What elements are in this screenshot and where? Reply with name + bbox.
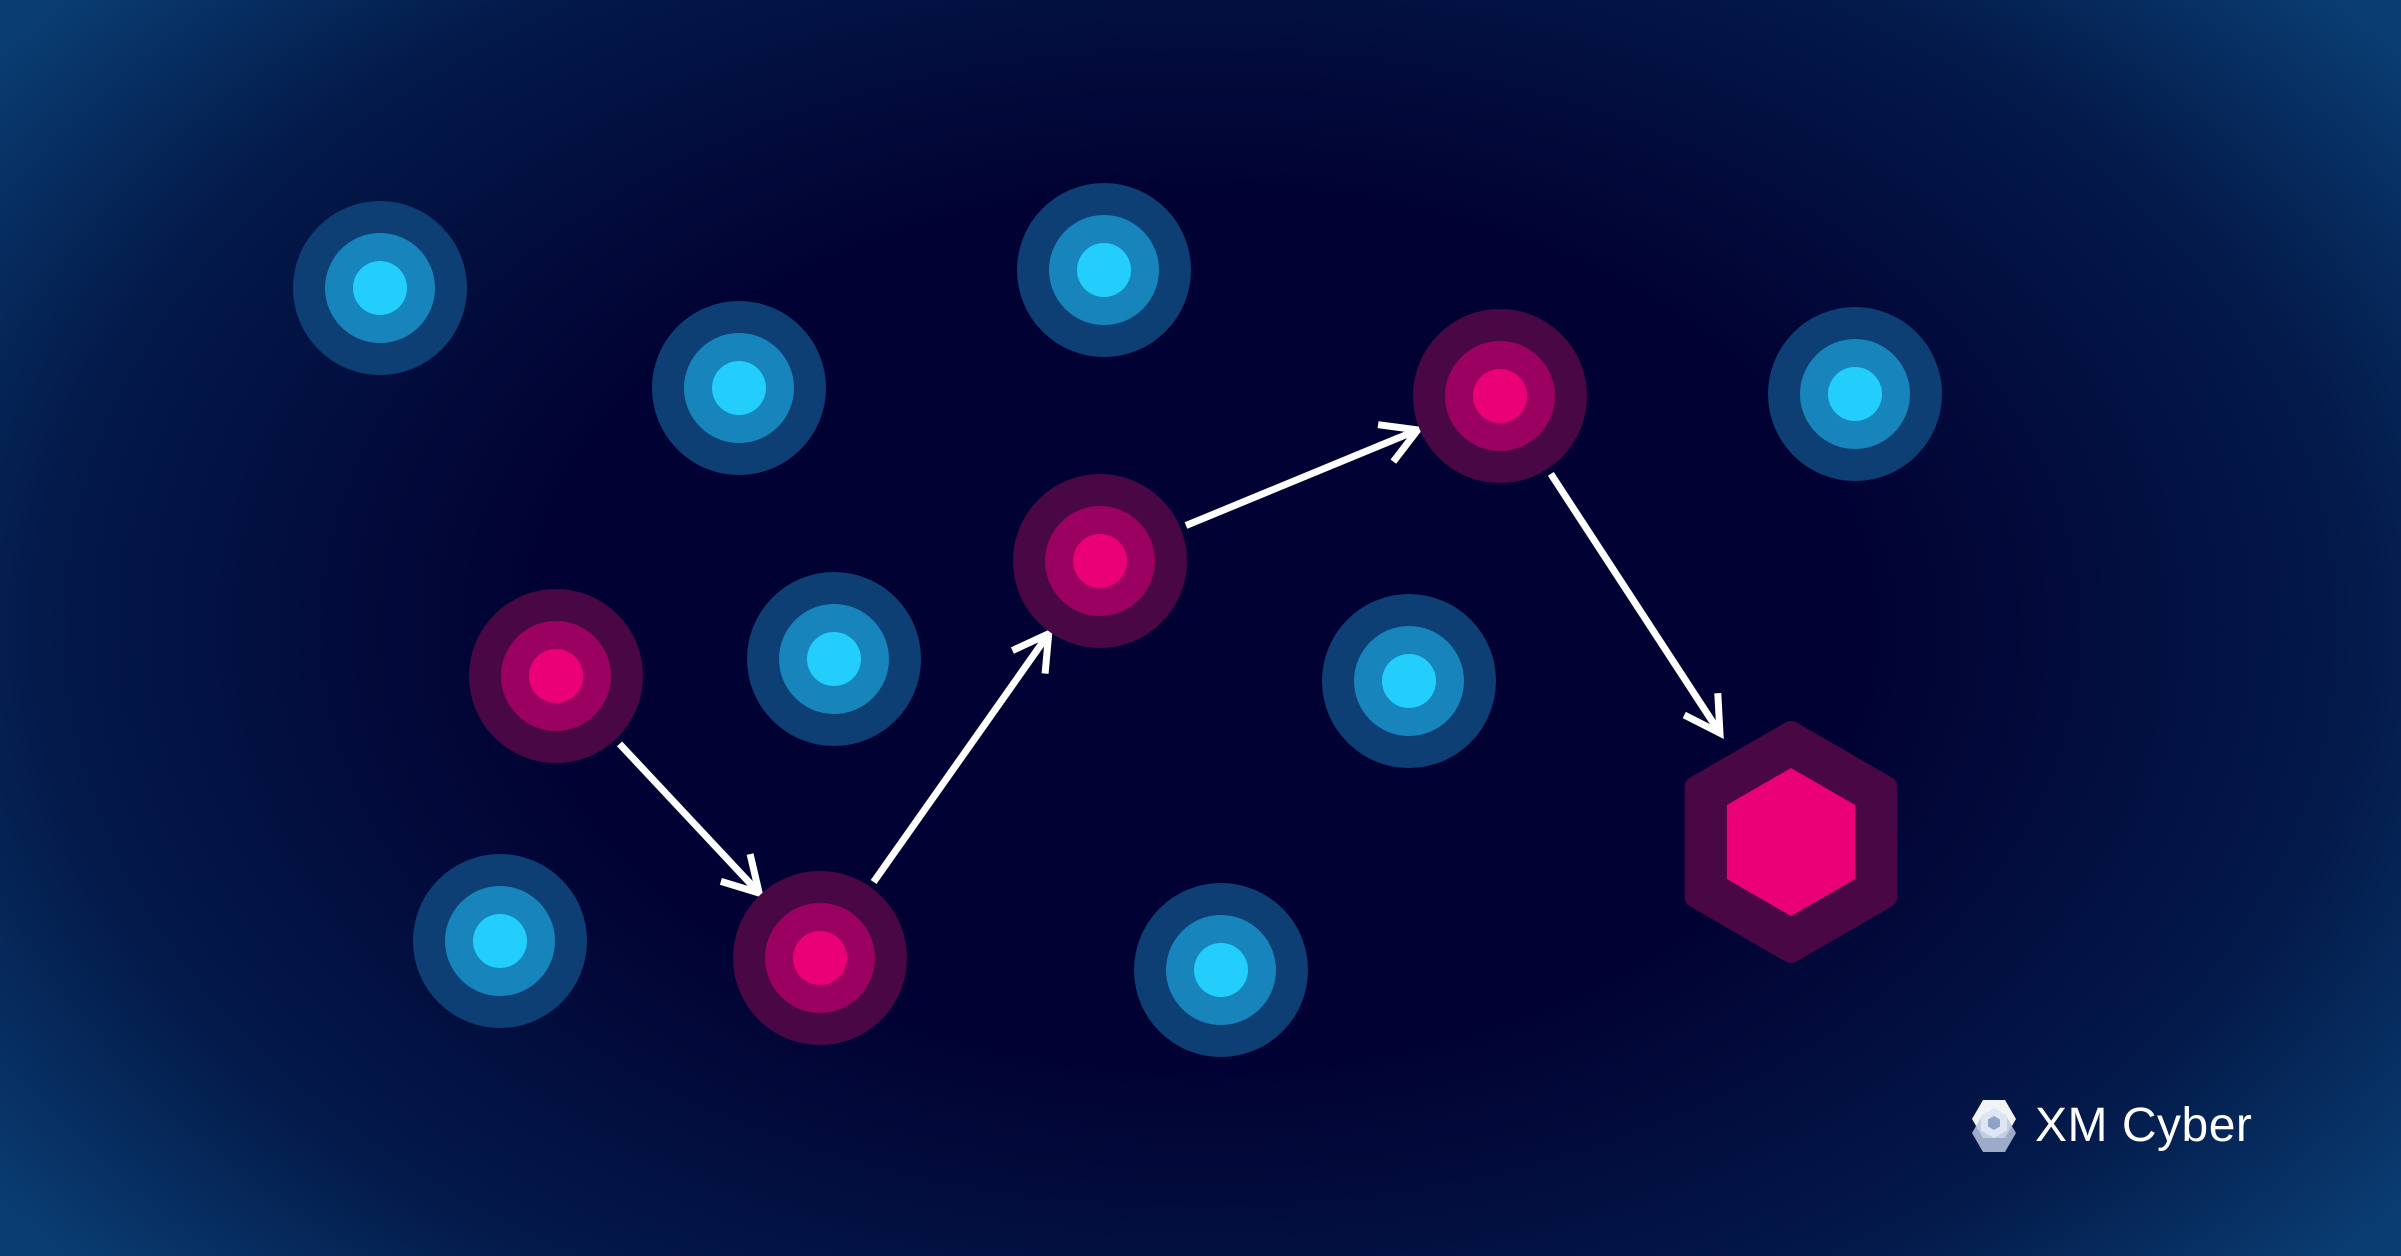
arrow-head	[1682, 692, 1724, 739]
brand-logo: XM Cyber	[1963, 1094, 2252, 1158]
compromised-node	[1013, 474, 1187, 648]
arrow-head	[1010, 628, 1053, 674]
network-node	[1322, 594, 1496, 768]
xm-cyber-logo-icon	[1972, 1100, 2016, 1152]
arrow-shaft	[870, 631, 1052, 885]
compromised-node	[733, 871, 907, 1045]
attack-path-arrow	[870, 628, 1053, 885]
attack-path-arrow	[1547, 471, 1724, 739]
network-node	[413, 854, 587, 1028]
node-core	[1073, 534, 1127, 588]
arrow-shaft	[1184, 426, 1420, 529]
node-core	[529, 649, 583, 703]
attack-path-arrow	[617, 741, 764, 899]
network-node	[747, 572, 921, 746]
network-node	[652, 301, 826, 475]
critical-asset-hexagon	[1684, 721, 1898, 963]
nodes-layer	[293, 183, 1942, 1057]
node-core	[712, 361, 766, 415]
network-node	[293, 201, 467, 375]
node-core	[353, 261, 407, 315]
network-node	[1134, 883, 1308, 1057]
node-core	[807, 632, 861, 686]
attack-path-arrow	[1184, 421, 1425, 529]
compromised-node	[1413, 309, 1587, 483]
node-core	[1473, 369, 1527, 423]
node-core	[473, 914, 527, 968]
arrow-shaft	[617, 741, 762, 896]
node-core	[1077, 243, 1131, 297]
arrow-head	[1377, 421, 1425, 464]
arrow-shaft	[1547, 471, 1723, 736]
brand-name: XM Cyber	[2035, 1099, 2253, 1152]
arrow-head	[719, 853, 764, 899]
node-core	[1828, 367, 1882, 421]
critical-asset-core	[1726, 768, 1856, 916]
network-node	[1768, 307, 1942, 481]
node-core	[1194, 943, 1248, 997]
network-node	[1017, 183, 1191, 357]
node-core	[793, 931, 847, 985]
compromised-node	[469, 589, 643, 763]
node-core	[1382, 654, 1436, 708]
edges-layer	[617, 421, 1724, 899]
